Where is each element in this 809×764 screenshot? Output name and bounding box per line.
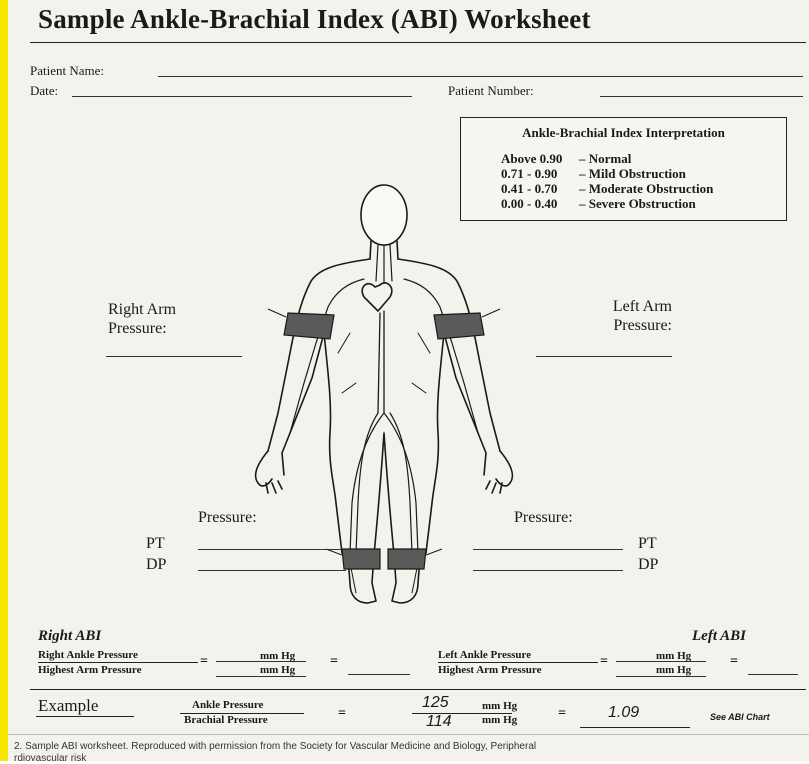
- see-abi-chart-note: See ABI Chart: [710, 712, 770, 722]
- date-field[interactable]: [72, 96, 412, 97]
- unit-label: mm Hg: [260, 664, 295, 676]
- example-brachial-value: 114: [426, 713, 452, 731]
- example-brachial-text: Brachial Pressure: [184, 714, 268, 726]
- right-pt-label: PT: [146, 535, 165, 553]
- unit-label: mm Hg: [482, 700, 517, 712]
- title-rule: [30, 42, 806, 43]
- right-abi-result-field[interactable]: [348, 674, 410, 675]
- figure-caption: 2. Sample ABI worksheet. Reproduced with…: [14, 741, 536, 752]
- right-dp-label: DP: [146, 556, 166, 574]
- page-title: Sample Ankle-Brachial Index (ABI) Worksh…: [38, 4, 591, 35]
- equals-sign: =: [600, 654, 608, 670]
- left-pt-label: PT: [638, 535, 657, 553]
- equals-sign: =: [558, 706, 566, 722]
- interpretation-title: Ankle-Brachial Index Interpretation: [461, 125, 786, 141]
- example-ankle-text: Ankle Pressure: [192, 699, 263, 711]
- fraction-bar: [438, 662, 598, 663]
- right-arm-value-field[interactable]: [216, 676, 306, 677]
- interpretation-row: 0.71 - 0.90– Mild Obstruction: [501, 166, 686, 182]
- patient-name-label: Patient Name:: [30, 63, 104, 79]
- section-rule: [30, 689, 806, 690]
- left-arm-value-field[interactable]: [616, 676, 706, 677]
- right-dp-field[interactable]: [198, 570, 346, 571]
- equals-sign: =: [730, 654, 738, 670]
- example-ankle-value: 125: [422, 694, 449, 712]
- date-label: Date:: [30, 83, 58, 99]
- worksheet: Sample Ankle-Brachial Index (ABI) Worksh…: [8, 0, 809, 761]
- highest-arm-pressure-text: Highest Arm Pressure: [38, 664, 141, 676]
- example-label: Example: [38, 696, 98, 716]
- left-pt-field[interactable]: [473, 549, 623, 550]
- left-abi-result-field[interactable]: [748, 674, 798, 675]
- unit-label: mm Hg: [656, 650, 691, 662]
- right-arm-pressure-field[interactable]: [106, 356, 242, 357]
- left-ankle-pressure-text: Left Ankle Pressure: [438, 649, 531, 661]
- left-abi-heading: Left ABI: [692, 628, 746, 645]
- unit-label: mm Hg: [482, 714, 517, 726]
- right-ankle-pressure-label: Pressure:: [198, 509, 257, 527]
- interpretation-row: Above 0.90– Normal: [501, 151, 631, 167]
- example-result: 1.09: [608, 704, 639, 722]
- left-dp-label: DP: [638, 556, 658, 574]
- unit-label: mm Hg: [656, 664, 691, 676]
- caption-rule: [8, 734, 809, 735]
- figure-caption-continued: rdiovascular risk: [14, 753, 86, 764]
- left-dp-field[interactable]: [473, 570, 623, 571]
- patient-number-field[interactable]: [600, 96, 803, 97]
- patient-name-field[interactable]: [158, 76, 803, 77]
- unit-label: mm Hg: [260, 650, 295, 662]
- left-edge-strip: [0, 0, 8, 761]
- right-pt-field[interactable]: [198, 549, 346, 550]
- patient-number-label: Patient Number:: [448, 83, 534, 99]
- right-abi-heading: Right ABI: [38, 628, 101, 645]
- right-ankle-pressure-text: Right Ankle Pressure: [38, 649, 138, 661]
- equals-sign: =: [338, 706, 346, 722]
- highest-arm-pressure-text: Highest Arm Pressure: [438, 664, 541, 676]
- left-ankle-pressure-label: Pressure:: [514, 509, 573, 527]
- equals-sign: =: [200, 654, 208, 670]
- fraction-bar: [38, 662, 198, 663]
- result-underline: [580, 727, 690, 728]
- example-underline: [36, 716, 134, 717]
- equals-sign: =: [330, 654, 338, 670]
